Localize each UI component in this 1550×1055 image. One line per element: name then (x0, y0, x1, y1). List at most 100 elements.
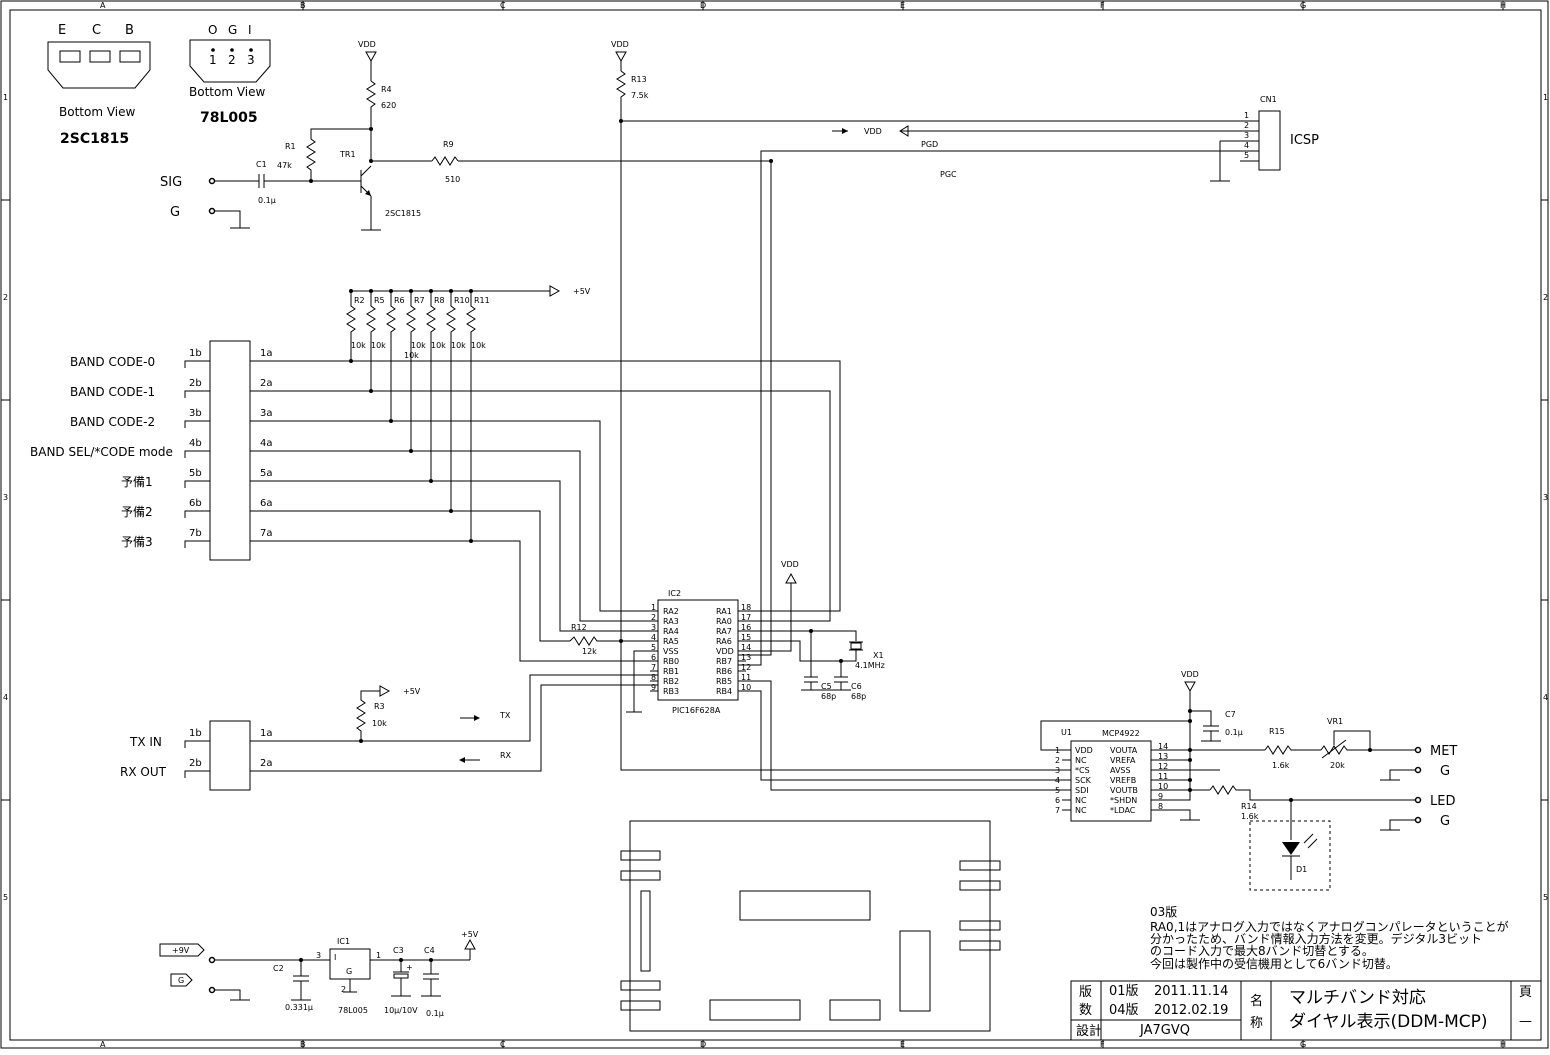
tr1-ref: TR1 (339, 150, 356, 159)
u1-part: MCP4922 (1102, 729, 1140, 738)
col-label-e: E (900, 1, 905, 10)
pic-pin-name-right: RA6 (716, 637, 732, 646)
met-terminal (1414, 746, 1422, 754)
pkg-pin-o: O (208, 23, 217, 37)
pic-pin-name-left: RA2 (663, 607, 679, 616)
r1-value: 47k (277, 161, 292, 170)
pullup-ref: R6 (394, 296, 405, 305)
tb-rev1-ver: 01版 (1109, 984, 1139, 999)
pkg-view-label: Bottom View (59, 105, 135, 119)
g-port-icon (170, 973, 193, 987)
pic-pin-num-left: 4 (651, 633, 656, 642)
x1-ref: X1 (873, 651, 884, 660)
pic-pin-name-left: RB0 (663, 657, 679, 666)
pullup-resistor-icon (366, 291, 376, 391)
col-label-f-bottom: F (1100, 1040, 1105, 1049)
c5-ref: C5 (821, 682, 832, 691)
icsp-pin-3: 3 (1244, 131, 1249, 140)
band-pin-a: 3a (260, 408, 273, 419)
band-input-label: BAND SEL/*CODE mode (30, 445, 173, 459)
col-label-e-bottom: E (900, 1040, 905, 1049)
pullup-value: 10k (411, 341, 426, 350)
serial-connector-body (209, 720, 251, 791)
led-label: LED (1430, 794, 1455, 809)
dac-pin-num-right: 8 (1158, 802, 1163, 811)
band-input-label: 予備2 (121, 504, 153, 519)
dac-pin-name-right: VREFA (1110, 756, 1136, 765)
dac-pin-name-left: SCK (1075, 776, 1092, 785)
tb-name-label-2: 称 (1250, 1016, 1263, 1031)
pullup-ref: R5 (374, 296, 385, 305)
resistor-r9-icon (431, 156, 459, 166)
dac-pin-name-left: VDD (1075, 746, 1093, 755)
vdd-supply-icon (365, 51, 377, 63)
band-pin-b: 6b (189, 498, 202, 509)
c4-value: 0.1μ (426, 1009, 444, 1018)
to92-outline-icon (47, 41, 151, 89)
serial-pin-2b: 2b (189, 758, 202, 769)
pic-pin-num-right: 18 (741, 603, 751, 612)
resistor-r4-icon (366, 80, 376, 161)
dac-pin-num-right: 13 (1158, 752, 1168, 761)
vdd-label-2: VDD (611, 40, 629, 49)
c1-value: 0.1μ (258, 196, 276, 205)
pgc-label: PGC (940, 170, 957, 179)
dac-pin-name-right: VREFB (1110, 776, 1136, 785)
notes-line-2: 分かったため、バンド情報入力方法を変更。デジタル3ビット (1150, 931, 1482, 946)
r4-ref: R4 (381, 85, 392, 94)
band-input-label: BAND CODE-0 (70, 355, 155, 369)
vdd-supply-icon (615, 51, 627, 63)
g-out-terminal-1 (1414, 766, 1422, 774)
tb-name-label-1: 名 (1250, 993, 1263, 1009)
pic-pin-name-right: RA7 (716, 627, 732, 636)
pic-pin-num-left: 6 (651, 653, 656, 662)
dac-pin-num-left: 3 (1055, 766, 1060, 775)
col-label-g: G (1300, 1, 1306, 10)
pic-pin-name-left: RA3 (663, 617, 679, 626)
pic-pin-name-left: VSS (663, 647, 679, 656)
icsp-connector: CN1 ICSP 1 2 3 4 5 VDD PGD PGC (621, 95, 1319, 666)
mcp4922-body (1070, 740, 1152, 822)
pkg-pin-e: E (58, 23, 66, 38)
pic-pin-name-right: RA1 (716, 607, 732, 616)
dac-pin-name-right: AVSS (1110, 766, 1131, 775)
icsp-pin-1: 1 (1244, 111, 1249, 120)
pic-pin-name-left: RA4 (663, 627, 679, 636)
pic-pin-num-right: 11 (741, 673, 751, 682)
notes-line-1: RA0,1はアナログ入力ではなくアナログコンパレータということが (1150, 919, 1509, 934)
tx-in-label: TX IN (129, 735, 162, 749)
row-label-5-right: 5 (1543, 893, 1548, 902)
col-label-d-bottom: D (700, 1040, 706, 1049)
r14-value: 1.6k (1241, 812, 1259, 821)
pic-pin-num-left: 5 (651, 643, 656, 652)
pic-pin-name-right: RB5 (716, 677, 732, 686)
dac-vdd-label: VDD (1181, 670, 1199, 679)
pullup-ref: R7 (414, 296, 425, 305)
dac-pin-num-right: 11 (1158, 772, 1168, 781)
serial-pin-1b: 1b (189, 728, 202, 739)
band-input-label: BAND CODE-2 (70, 415, 155, 429)
c7-ref: C7 (1225, 710, 1236, 719)
pkg-pin-g: G (228, 23, 237, 37)
x1-value: 4.1MHz (855, 661, 885, 670)
cn1-ref: CN1 (1260, 95, 1277, 104)
serial-connector: TX IN RX OUT 1b 2b 1a 2a +5V R3 10k TX R… (120, 674, 658, 791)
dac-pin-name-left: *CS (1075, 766, 1090, 775)
pic-pin-num-right: 14 (741, 643, 751, 652)
resistor-r3-icon (356, 690, 380, 741)
dac-pin-num-right: 9 (1158, 792, 1163, 801)
package-78l005: O G I 1 2 3 Bottom View 78L005 (189, 23, 271, 126)
power-supply: +9V G C2 0.331μ 3 IC1 I G 2 78L005 1 + C… (159, 930, 479, 1018)
pic-vdd-label: VDD (781, 560, 799, 569)
pic-pin-num-right: 10 (741, 683, 751, 692)
pullup-supply: +5V (573, 287, 591, 296)
led-d1-icon (1282, 842, 1300, 855)
band-input-label: BAND CODE-1 (70, 385, 155, 399)
pic-pin-num-left: 1 (651, 603, 656, 612)
g-out-label-1: G (1440, 764, 1450, 779)
plus5v-supply-icon (464, 938, 476, 950)
rx-out-label: RX OUT (120, 765, 167, 779)
band-input-label: 予備3 (121, 534, 153, 549)
